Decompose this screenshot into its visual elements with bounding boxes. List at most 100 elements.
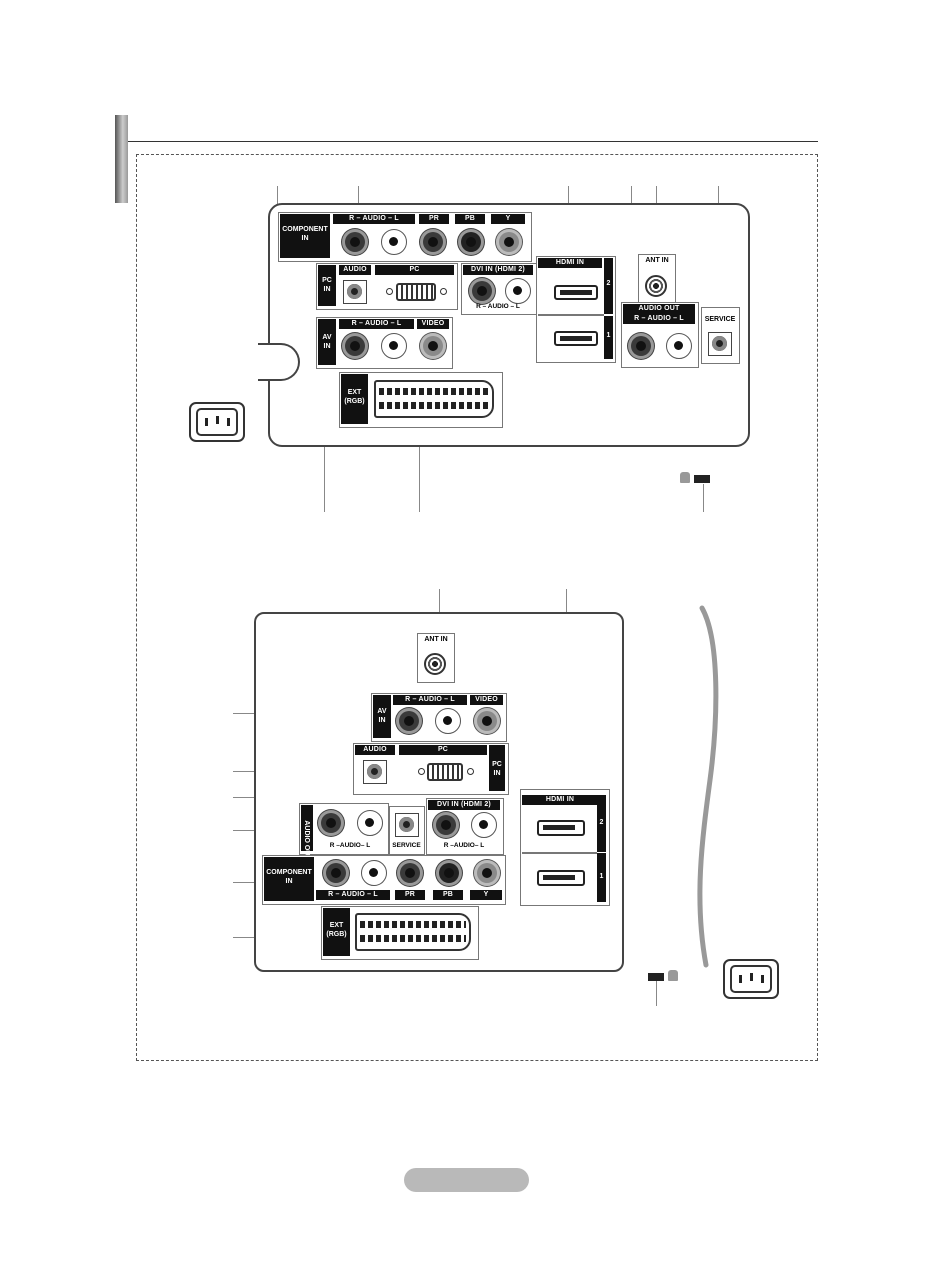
component-pb-label: PB: [433, 890, 463, 900]
component-in-label: COMPONENT IN: [264, 857, 314, 901]
pc-vga-port[interactable]: [427, 763, 463, 781]
service-jack[interactable]: [708, 332, 732, 356]
callout-line: [358, 186, 359, 212]
audio-out-audio-label: R – AUDIO – L: [623, 314, 695, 324]
av-video-label: VIDEO: [417, 319, 449, 329]
component-in-label: COMPONENT IN: [280, 214, 330, 258]
component-pr-label: PR: [419, 214, 449, 224]
kensington-slot: [648, 973, 664, 981]
pc-label: PC: [399, 745, 487, 755]
av-audio-r-jack[interactable]: [342, 333, 368, 359]
callout-line: [656, 980, 657, 1006]
hdmi-port1-label: 1: [597, 853, 606, 902]
pc-audio-label: AUDIO: [339, 265, 371, 275]
av-in-label: AV IN: [373, 695, 391, 738]
pc-vga-port[interactable]: [396, 283, 436, 301]
audio-out-label: AUDIO OUT: [301, 805, 313, 860]
ant-in-label: ANT IN: [645, 257, 669, 264]
component-y-jack[interactable]: [474, 860, 500, 886]
section-marker-bar: [115, 115, 128, 203]
hdmi-in-label: HDMI IN: [538, 258, 602, 268]
kensington-slot: [694, 475, 710, 483]
component-audio-r-jack[interactable]: [342, 229, 368, 255]
component-audio-r-jack[interactable]: [323, 860, 349, 886]
tv-side-edge: [697, 605, 719, 968]
dvi-audio-label: R – AUDIO – L: [476, 303, 520, 310]
service-jack[interactable]: [395, 813, 419, 837]
av-audio-l-jack[interactable]: [435, 708, 461, 734]
pc-audio-label: AUDIO: [355, 745, 395, 755]
audio-out-audio-label: R –AUDIO– L: [329, 842, 371, 849]
hdmi-in-label: HDMI IN: [522, 795, 598, 805]
hdmi-1-port[interactable]: [537, 870, 585, 886]
component-audio-l-jack[interactable]: [381, 229, 407, 255]
kensington-lock-icon: [668, 970, 678, 981]
hdmi-1-port[interactable]: [554, 331, 598, 346]
hdmi-divider: [538, 314, 604, 316]
pc-in-label: PC IN: [489, 745, 505, 791]
av-in-label: AV IN: [318, 319, 336, 365]
dvi-in-label: DVI IN (HDMI 2): [463, 265, 533, 275]
power-socket: [189, 402, 245, 442]
pc-label: PC: [375, 265, 454, 275]
hdmi-2-port[interactable]: [554, 285, 598, 300]
pc-audio-jack[interactable]: [343, 280, 367, 304]
component-audio-l-jack[interactable]: [361, 860, 387, 886]
scart-port[interactable]: [355, 913, 471, 951]
component-audio-label: R – AUDIO – L: [333, 214, 415, 224]
figure-frame: [136, 154, 818, 1061]
dvi-in-label: DVI IN (HDMI 2): [428, 800, 500, 810]
dvi-audio-r-jack[interactable]: [469, 278, 495, 304]
component-pr-jack[interactable]: [397, 860, 423, 886]
callout-line: [703, 484, 704, 512]
ant-in-label: ANT IN: [424, 636, 448, 643]
component-y-label: Y: [470, 890, 502, 900]
av-video-jack[interactable]: [474, 708, 500, 734]
audio-out-r-jack[interactable]: [318, 810, 344, 836]
component-pb-label: PB: [455, 214, 485, 224]
panel-notch: [258, 343, 300, 381]
component-pr-jack[interactable]: [420, 229, 446, 255]
ext-rgb-label: EXT (RGB): [323, 908, 350, 956]
dvi-audio-l-jack[interactable]: [505, 278, 531, 304]
av-audio-r-jack[interactable]: [396, 708, 422, 734]
callout-line: [419, 427, 420, 512]
hdmi-divider: [522, 852, 597, 854]
callout-line: [233, 882, 263, 883]
kensington-lock-icon: [680, 472, 690, 483]
vga-screw: [440, 288, 447, 295]
hdmi-2-port[interactable]: [537, 820, 585, 836]
dvi-audio-l-jack[interactable]: [471, 812, 497, 838]
av-video-label: VIDEO: [470, 695, 503, 705]
callout-line: [439, 589, 440, 633]
av-audio-label: R – AUDIO – L: [339, 319, 414, 329]
av-video-jack[interactable]: [420, 333, 446, 359]
component-pb-jack[interactable]: [458, 229, 484, 255]
service-label: SERVICE: [704, 316, 736, 323]
scart-port[interactable]: [374, 380, 494, 418]
component-pb-jack[interactable]: [436, 860, 462, 886]
hdmi-port2-label: 2: [604, 258, 613, 314]
pc-audio-jack[interactable]: [363, 760, 387, 784]
audio-out-r-jack[interactable]: [628, 333, 654, 359]
ant-in-jack[interactable]: [645, 275, 667, 297]
vga-screw: [467, 768, 474, 775]
ant-in-jack[interactable]: [424, 653, 446, 675]
hdmi-in-block: [520, 789, 610, 906]
component-y-jack[interactable]: [496, 229, 522, 255]
av-audio-l-jack[interactable]: [381, 333, 407, 359]
hdmi-port1-label: 1: [604, 316, 613, 359]
component-y-label: Y: [491, 214, 525, 224]
power-socket: [723, 959, 779, 999]
component-pr-label: PR: [395, 890, 425, 900]
vga-screw: [418, 768, 425, 775]
component-audio-label: R – AUDIO – L: [316, 890, 390, 900]
vga-screw: [386, 288, 393, 295]
page-number-pill: [404, 1168, 529, 1192]
service-label: SERVICE: [392, 842, 421, 849]
audio-out-l-jack[interactable]: [357, 810, 383, 836]
ext-rgb-label: EXT (RGB): [341, 374, 368, 424]
dvi-audio-r-jack[interactable]: [433, 812, 459, 838]
audio-out-l-jack[interactable]: [666, 333, 692, 359]
heading-rule: [128, 141, 818, 142]
